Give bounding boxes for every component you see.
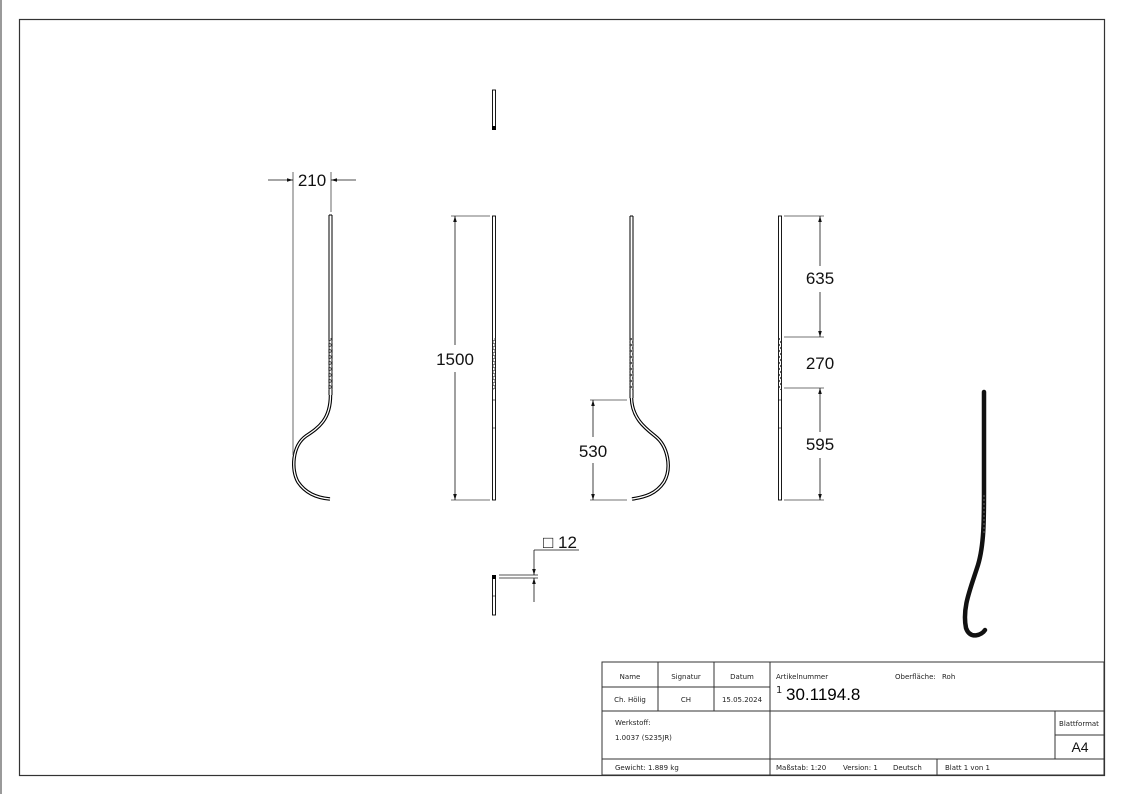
value-name: Ch. Hölig	[614, 696, 646, 704]
value-werkstoff: 1.0037 (S235JR)	[615, 734, 672, 742]
drawing-frame	[18, 18, 1106, 777]
label-werkstoff: Werkstoff:	[615, 719, 651, 727]
side-view: 210	[268, 171, 356, 501]
top-view	[492, 89, 496, 130]
back-view: 530	[579, 215, 670, 501]
title-block	[601, 661, 1105, 776]
dim-1500: 1500	[436, 350, 474, 369]
label-artikelnummer: Artikelnummer	[776, 673, 828, 681]
value-signatur: CH	[681, 696, 691, 704]
label-oberflaeche: Oberfläche:	[895, 673, 936, 681]
label-blattformat: Blattformat	[1059, 720, 1099, 728]
front-view: 1500	[436, 215, 496, 501]
value-datum: 15.05.2024	[722, 696, 763, 704]
header-name: Name	[620, 673, 641, 681]
value-blattformat: A4	[1071, 739, 1088, 755]
dim-595: 595	[806, 435, 834, 454]
sheet-left-edge	[0, 0, 2, 794]
sprache: Deutsch	[893, 764, 922, 772]
header-signatur: Signatur	[671, 673, 701, 681]
dim-12: 12	[558, 533, 577, 552]
dim-210: 210	[298, 171, 326, 190]
section-view: □ 12	[492, 533, 579, 616]
massstab: Maßstab: 1:20	[776, 764, 826, 772]
header-datum: Datum	[730, 673, 754, 681]
artikelnummer: 30.1194.8	[786, 685, 860, 704]
dim-270: 270	[806, 354, 834, 373]
right-view: 635 270 595	[778, 215, 834, 501]
version: Version: 1	[843, 764, 878, 772]
gewicht: Gewicht: 1.889 kg	[615, 764, 679, 772]
revision-index: 1	[776, 685, 782, 696]
dim-635: 635	[806, 269, 834, 288]
blatt: Blatt 1 von 1	[945, 764, 990, 772]
dim-530: 530	[579, 442, 607, 461]
isometric-view	[962, 389, 988, 638]
dim-square-symbol: □	[543, 533, 553, 552]
value-oberflaeche: Roh	[942, 673, 955, 681]
